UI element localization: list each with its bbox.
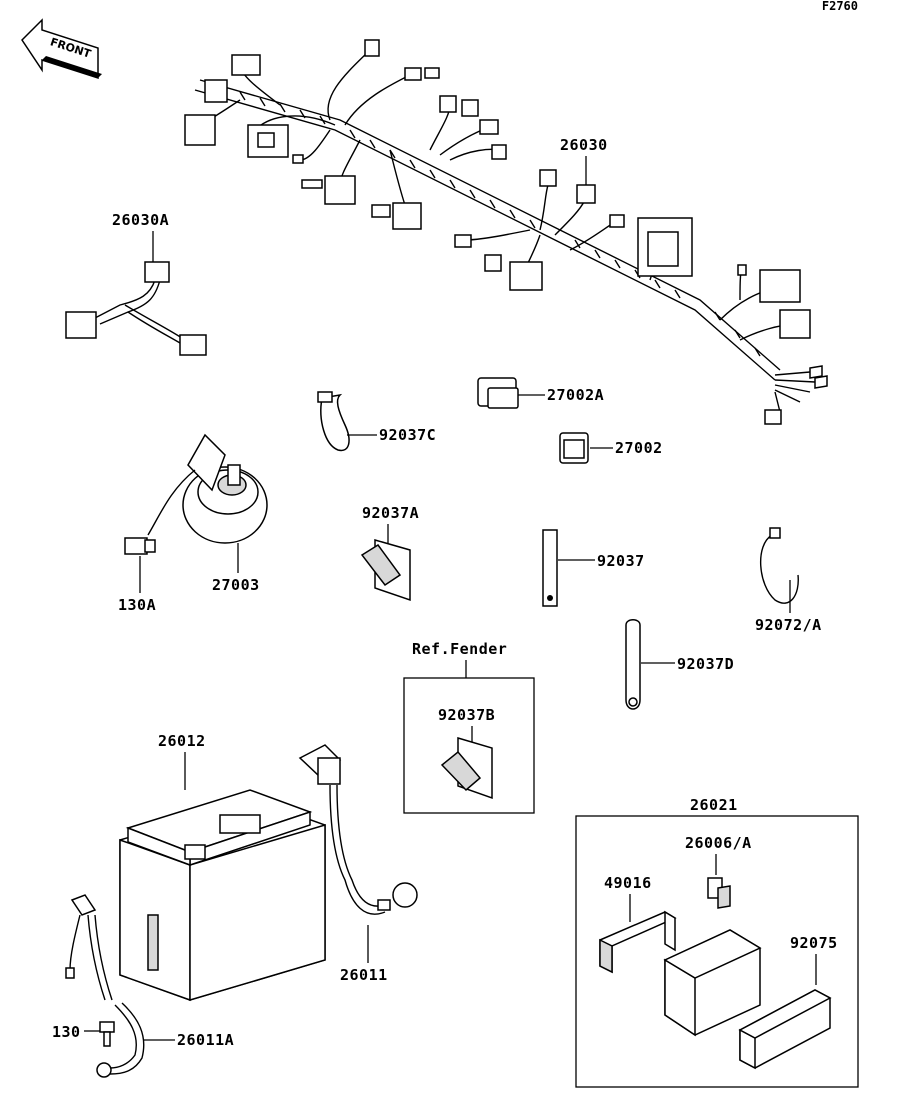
cover (738, 989, 832, 1070)
label-ground-lead: 26011A (177, 1031, 234, 1049)
label-clamp-b: 92037B (438, 706, 495, 724)
fuse-box-body (663, 929, 762, 1037)
label-relay: 27002 (615, 439, 663, 457)
sub-harness (65, 261, 207, 356)
battery (119, 789, 326, 1002)
clamp-a (360, 539, 411, 602)
label-fuse-box: 26021 (690, 796, 738, 814)
label-bolt: 130 (52, 1023, 81, 1041)
band (760, 527, 799, 604)
clamp-b (440, 736, 493, 800)
label-battery-lead: 26011 (340, 966, 388, 984)
label-harness-main: 26030 (560, 136, 608, 154)
battery-lead (298, 744, 418, 915)
clamp-c (317, 391, 350, 452)
diagram-code: F2760 (822, 0, 858, 13)
clamp-strip (542, 529, 558, 607)
label-battery: 26012 (158, 732, 206, 750)
ground-lead (65, 894, 145, 1078)
fuse-box-group (575, 815, 859, 1088)
fuse (707, 877, 731, 909)
label-cover: 92075 (790, 934, 838, 952)
bracket (599, 910, 677, 974)
relay (559, 432, 589, 464)
label-ref-fender: Ref.Fender (412, 640, 507, 658)
label-band: 92072/A (755, 616, 822, 634)
label-horn: 27003 (212, 576, 260, 594)
label-relay-a: 27002A (547, 386, 604, 404)
label-fuse: 26006/A (685, 834, 752, 852)
label-bracket: 49016 (604, 874, 652, 892)
bolt (99, 1021, 115, 1047)
main-wiring-harness (184, 39, 828, 425)
horn (124, 433, 268, 555)
front-arrow-icon: FRONT (21, 18, 102, 80)
label-clamp-d: 92037D (677, 655, 734, 673)
clamp-d (625, 619, 641, 710)
label-clamp-a: 92037A (362, 504, 419, 522)
label-clamp-c: 92037C (379, 426, 436, 444)
ref-fender-box (403, 677, 535, 814)
label-bolt-horn: 130A (118, 596, 156, 614)
relay-a (477, 377, 519, 409)
label-clamp: 92037 (597, 552, 645, 570)
label-harness-sub: 26030A (112, 211, 169, 229)
